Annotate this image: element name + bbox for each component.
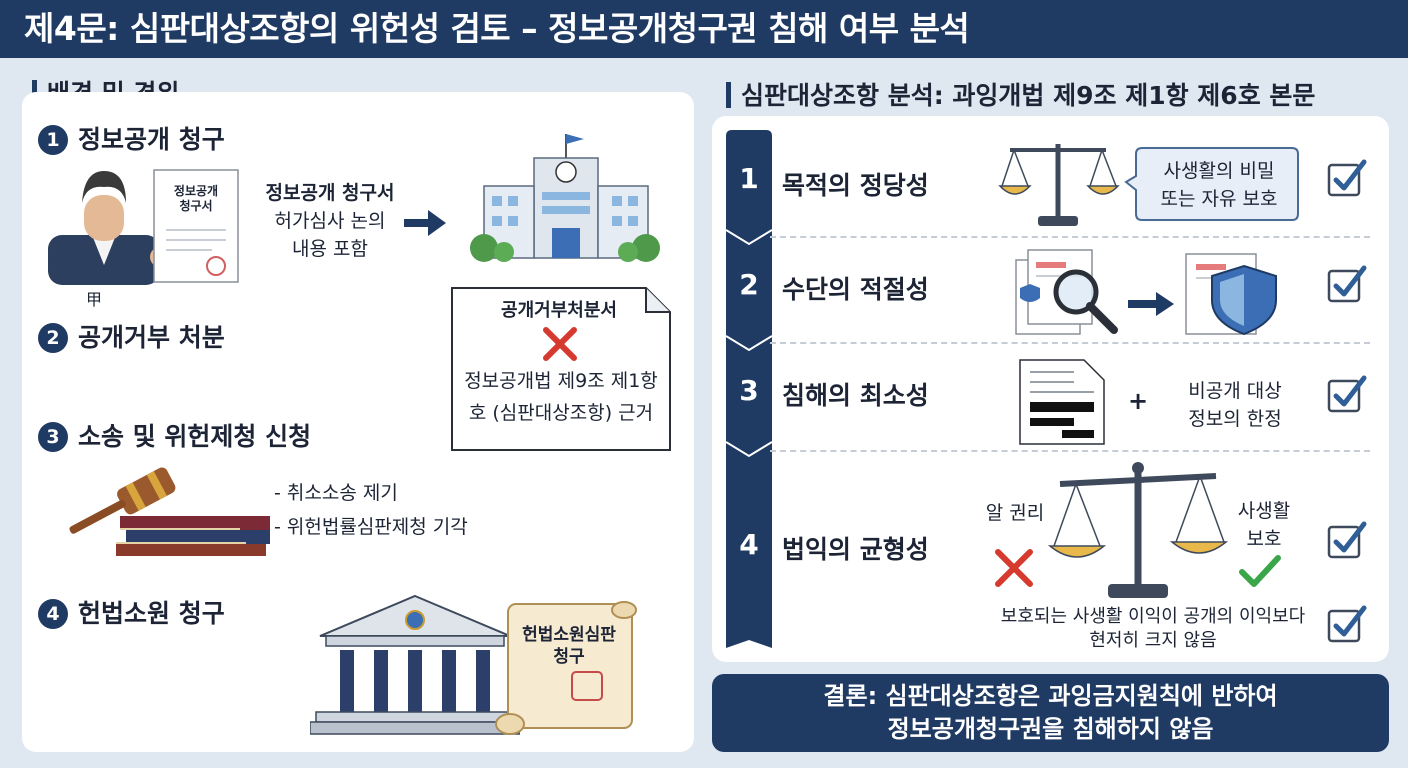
row-divider xyxy=(770,236,1370,238)
shield-icon xyxy=(1185,253,1277,336)
step-2-num: 2 xyxy=(38,323,68,353)
balance-left-label: 알 권리 xyxy=(985,502,1045,524)
purpose-bubble-1: 사생활의 비밀 xyxy=(1163,160,1275,182)
balance-right-2: 보호 xyxy=(1246,528,1282,550)
request-text-2: 허가심사 논의 xyxy=(274,210,386,232)
right-section-heading: 심판대상조항 분석: 과잉개법 제9조 제1항 제6호 본문 xyxy=(726,76,1315,112)
refusal-text-1: 정보공개법 제9조 제1항 xyxy=(464,370,658,392)
conclusion-box: 결론: 심판대상조항은 과잉금지원칙에 반하여 정보공개청구권을 침해하지 않음 xyxy=(712,674,1389,752)
step-2: 2 공개거부 처분 xyxy=(38,318,225,354)
row-4-num: 4 xyxy=(739,528,759,561)
refusal-doc-title: 공개거부처분서 xyxy=(501,300,617,321)
checkbox-check-icon xyxy=(1327,521,1367,559)
minimal-text-1: 비공개 대상 xyxy=(1188,380,1282,402)
step-3-label: 소송 및 위헌제청 신청 xyxy=(78,422,312,451)
row-divider xyxy=(770,450,1370,452)
scroll-icon xyxy=(495,601,637,735)
checkbox-check-icon xyxy=(1327,605,1367,643)
step-4-num: 4 xyxy=(38,599,68,629)
request-doc-title: 정보공개 청구서 xyxy=(173,184,219,213)
row-3-num: 3 xyxy=(739,374,759,407)
row-divider xyxy=(770,342,1370,344)
row-4-label: 법익의 균형성 xyxy=(782,535,929,564)
balance-note-2: 현저히 크지 않음 xyxy=(1089,630,1217,651)
building-icon xyxy=(470,134,660,262)
request-text-1: 정보공개 청구서 xyxy=(265,182,395,204)
step-1-num: 1 xyxy=(38,125,68,155)
step-3-num: 3 xyxy=(38,422,68,452)
arrow-right-icon xyxy=(1128,292,1174,316)
row-3-label: 침해의 최소성 xyxy=(782,381,929,410)
row-2-label: 수단의 적절성 xyxy=(782,275,929,304)
right-heading-text: 심판대상조항 분석: 과잉개법 제9조 제1항 제6호 본문 xyxy=(741,81,1316,110)
conclusion-line-1: 결론: 심판대상조항은 과잉금지원칙에 반하여 xyxy=(823,682,1278,710)
row-1-num: 1 xyxy=(739,162,759,195)
plus-sign: + xyxy=(1128,387,1149,415)
scale-icon xyxy=(1047,462,1229,598)
lawsuit-item-1: - 취소소송 제기 xyxy=(274,482,398,504)
gavel-icon xyxy=(69,467,270,556)
step-1: 1 정보공개 청구 xyxy=(38,120,225,156)
purpose-bubble xyxy=(1124,147,1299,221)
page-title: 제4문: 심판대상조항의 위헌성 검토 – 정보공개청구권 침해 여부 분석 xyxy=(0,0,1408,58)
court-building-icon xyxy=(310,594,520,735)
lawsuit-item-2: - 위헌법률심판제청 기각 xyxy=(274,516,468,538)
petition-scroll-2: 청구 xyxy=(553,647,585,667)
row-2-num: 2 xyxy=(739,268,759,301)
cross-icon xyxy=(995,549,1033,587)
checkbox-check-icon xyxy=(1327,375,1367,413)
step-3: 3 소송 및 위헌제청 신청 xyxy=(38,417,311,453)
checkbox-check-icon xyxy=(1327,159,1367,197)
checkbox-check-icon xyxy=(1327,265,1367,303)
refusal-text-2: 호 (심판대상조항) 근거 xyxy=(468,402,654,424)
document-icon xyxy=(153,169,239,283)
analysis-step-strip xyxy=(726,130,772,648)
person-label: 甲 xyxy=(86,290,103,309)
conclusion-line-2: 정보공개청구권을 침해하지 않음 xyxy=(887,715,1214,743)
petition-scroll-1: 헌법소원심판 xyxy=(522,625,616,645)
balance-right-1: 사생활 xyxy=(1237,500,1291,522)
cross-icon xyxy=(543,327,577,361)
redacted-document-icon xyxy=(1019,359,1105,445)
row-1-label: 목적의 정당성 xyxy=(782,171,929,200)
scale-icon xyxy=(998,144,1120,226)
purpose-bubble-2: 또는 자유 보호 xyxy=(1160,188,1278,210)
arrow-right-icon xyxy=(404,210,446,236)
step-2-label: 공개거부 처분 xyxy=(78,323,225,352)
step-4-label: 헌법소원 청구 xyxy=(78,599,225,628)
refusal-document xyxy=(451,287,671,451)
request-text-3: 내용 포함 xyxy=(292,238,368,260)
check-icon xyxy=(1239,555,1281,587)
step-1-label: 정보공개 청구 xyxy=(78,125,225,154)
step-4: 4 헌법소원 청구 xyxy=(38,594,225,630)
balance-note-1: 보호되는 사생활 이익이 공개의 이익보다 xyxy=(1000,606,1306,627)
magnifier-icon xyxy=(1015,249,1118,335)
minimal-text-2: 정보의 한정 xyxy=(1188,408,1282,430)
